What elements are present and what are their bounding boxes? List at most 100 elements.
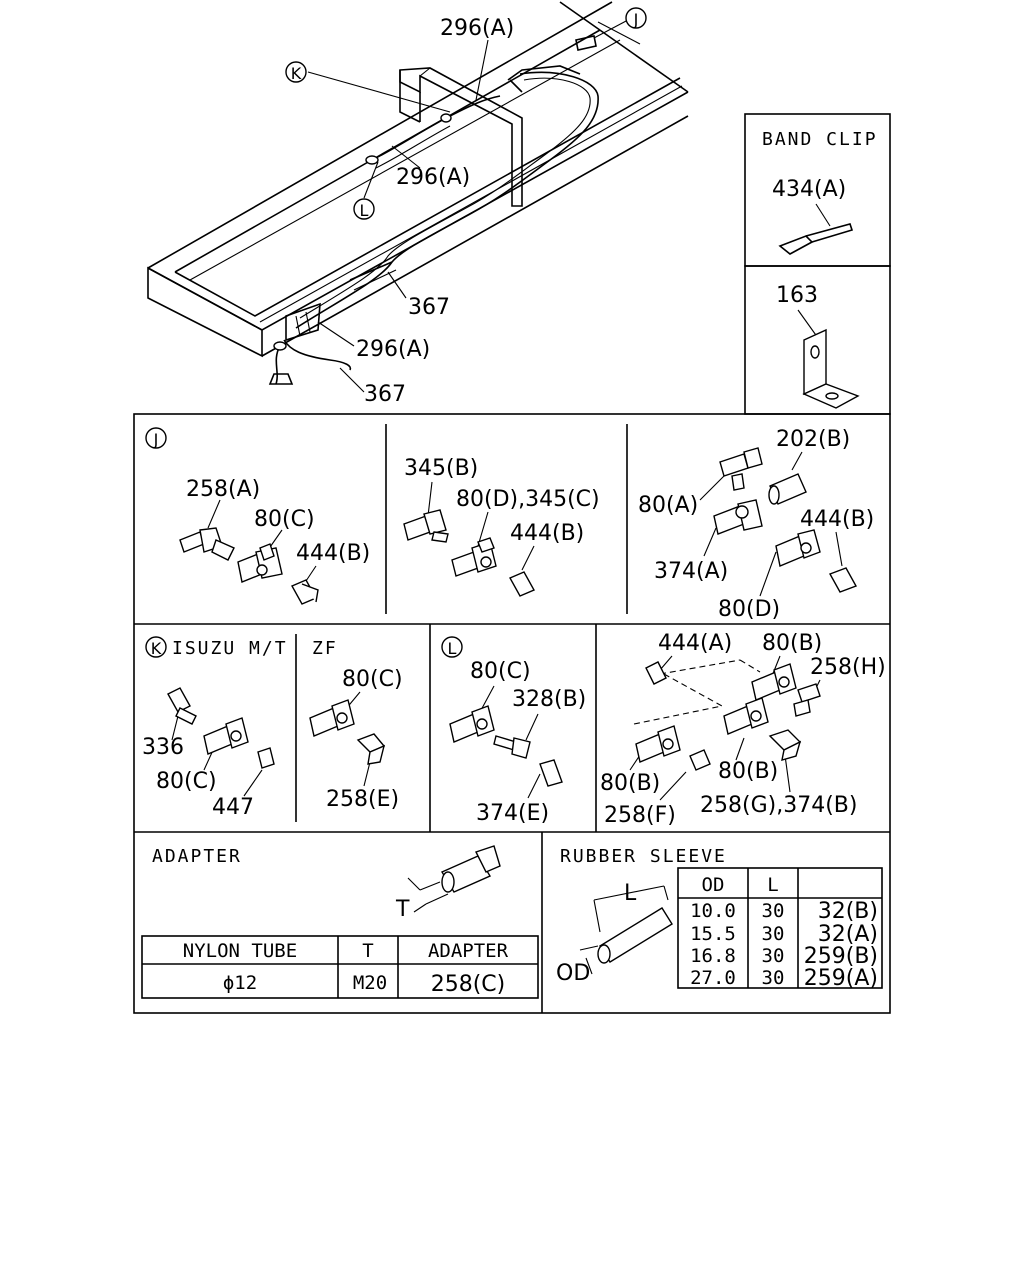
section-j-label-444b-b: 444(B) [510, 521, 584, 546]
label-tube-296a-mid: 296(A) [396, 165, 470, 190]
rubber-sleeve-icon [579, 885, 673, 975]
chassis-frame-assembly [147, 1, 689, 385]
cross-fitting-80b-mid [723, 697, 769, 735]
label-tube-296a-low: 296(A) [356, 337, 430, 362]
rubber-sleeve-dim-od: OD [556, 961, 590, 986]
section-l-callout-circle [441, 636, 463, 658]
section-zf-label-80c: 80(C) [342, 667, 403, 692]
cross-fitting-80b-left [635, 725, 681, 763]
callout-k-circle [285, 61, 307, 83]
section-k-callout-letter: K [151, 639, 162, 658]
adapter-202b [768, 473, 807, 505]
adapter-dim-t: T [395, 897, 410, 922]
callout-l-circle [353, 198, 375, 220]
sleeve-row4-od: 27.0 [690, 967, 736, 989]
top-leader-lines [307, 19, 629, 393]
section-j-label-80c: 80(C) [254, 507, 315, 532]
section-k-label-336: 336 [142, 735, 184, 760]
section-k-label-80c: 80(C) [156, 769, 217, 794]
bolt-444b-c [828, 567, 858, 593]
adapter-cell-tube: ϕ12 [223, 972, 257, 994]
detail-grid-frame [133, 413, 891, 1014]
elbow-374e [539, 759, 563, 787]
bolt-444b-b [509, 571, 535, 597]
section-j-label-444b-a: 444(B) [296, 541, 370, 566]
cross-fitting-80d [451, 537, 497, 577]
elbow-258h [793, 683, 821, 717]
sleeve-row3-l: 30 [762, 945, 785, 967]
bolt-336 [167, 687, 197, 725]
section-j-label-258a: 258(A) [186, 477, 260, 502]
label-hose-367-low: 367 [364, 382, 406, 407]
adapter-header-nylon-tube: NYLON TUBE [183, 940, 297, 962]
rubber-sleeve-title: RUBBER SLEEVE [560, 846, 727, 867]
section-j-label-80a: 80(A) [638, 493, 698, 518]
label-hose-367-mid: 367 [408, 295, 450, 320]
plug-258f [689, 749, 711, 771]
sleeve-row2-part: 32(A) [818, 922, 878, 947]
misc-label-258f: 258(F) [604, 803, 676, 828]
section-k-label-447: 447 [212, 795, 254, 820]
section-k-callout-circle [145, 636, 167, 658]
cross-fitting-80c-k [203, 717, 249, 755]
section-j-label-374a: 374(A) [654, 559, 728, 584]
section-j-label-345b: 345(B) [404, 456, 478, 481]
cross-fitting-80c-l [449, 705, 495, 743]
section-j-callout-circle [145, 427, 167, 449]
section-l-label-374e: 374(E) [476, 801, 549, 826]
bolt-444b-a [291, 579, 319, 605]
misc-label-258g-374b: 258(G),374(B) [700, 793, 857, 818]
adapter-cell-t: M20 [353, 972, 387, 994]
section-j-label-80d-345c: 80(D),345(C) [456, 487, 600, 512]
tee-fitting-345b [403, 509, 449, 543]
cross-fitting-80d-right [775, 529, 821, 567]
sleeve-row4-part: 259(A) [804, 966, 878, 991]
cross-fitting-80c-zf [309, 699, 355, 737]
sleeve-header-od: OD [702, 874, 725, 896]
sleeve-row2-od: 15.5 [690, 923, 736, 945]
section-j-label-444b-c: 444(B) [800, 507, 874, 532]
tee-fitting-80a [719, 447, 763, 491]
misc-label-444a: 444(A) [658, 631, 732, 656]
plug-447 [257, 747, 275, 769]
sleeve-row3-od: 16.8 [690, 945, 736, 967]
adapter-icon [407, 845, 501, 913]
misc-label-80b-mid: 80(B) [718, 759, 778, 784]
section-k-title: ISUZU M/T [172, 638, 288, 659]
callout-j-circle [625, 7, 647, 29]
elbow-258g-374b [768, 729, 802, 761]
cross-fitting-80b-top [751, 663, 797, 701]
section-j-label-80d: 80(D) [718, 597, 780, 622]
misc-label-80b-left: 80(B) [600, 771, 660, 796]
sleeve-row3-part: 259(B) [804, 944, 878, 969]
elbow-fitting-258e [356, 733, 386, 765]
sleeve-row4-l: 30 [762, 967, 785, 989]
adapter-cell-adapter: 258(C) [431, 972, 506, 997]
band-clip-title: BAND CLIP [762, 129, 878, 150]
sleeve-row1-part: 32(B) [818, 899, 878, 924]
elbow-fitting-258a [179, 527, 235, 561]
section-j-label-202b: 202(B) [776, 427, 850, 452]
adapter-328b [493, 735, 531, 759]
callout-k-letter: K [291, 64, 302, 83]
section-j-callout-letter: J [153, 430, 159, 449]
sleeve-row2-l: 30 [762, 923, 785, 945]
misc-label-80b-top: 80(B) [762, 631, 822, 656]
section-l-label-80c: 80(C) [470, 659, 531, 684]
misc-label-258h: 258(H) [810, 655, 886, 680]
band-clip-part: 434(A) [772, 177, 846, 202]
tee-fitting-80c [237, 543, 283, 583]
section-zf-title: ZF [312, 638, 338, 659]
cross-fitting-374a [713, 499, 763, 535]
adapter-title: ADAPTER [152, 846, 242, 867]
adapter-header-t: T [362, 940, 373, 962]
rubber-sleeve-table [677, 867, 883, 989]
sleeve-row1-l: 30 [762, 900, 785, 922]
adapter-table [141, 935, 539, 999]
bolt-444a [645, 661, 667, 685]
adapter-header-adapter: ADAPTER [428, 940, 509, 962]
section-l-callout-letter: L [448, 639, 457, 658]
label-tube-296a-top: 296(A) [440, 16, 514, 41]
callout-l-letter: L [360, 201, 369, 220]
